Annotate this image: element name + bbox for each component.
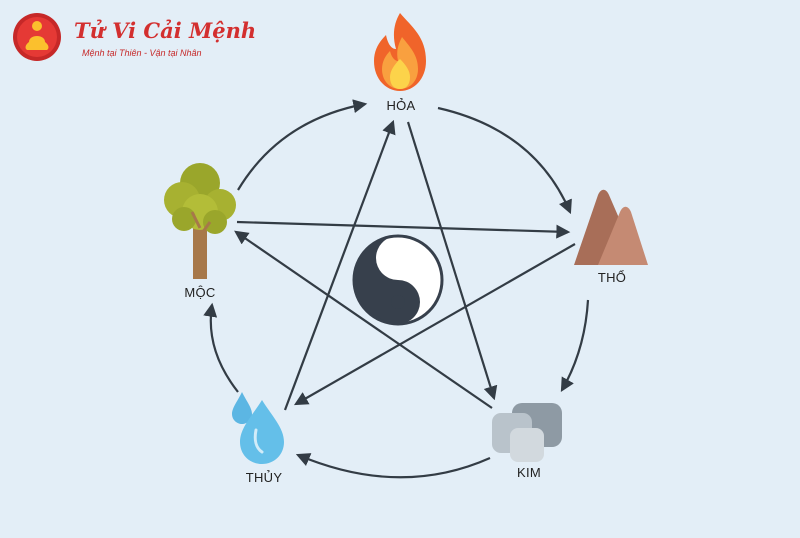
- brand-slogan: Mệnh tại Thiên - Vận tại Nhân: [82, 48, 202, 58]
- brand-title: Tử Vi Cải Mệnh: [74, 18, 257, 43]
- yin-yang-icon: [352, 234, 444, 326]
- label-hoa: HỎA: [386, 98, 416, 113]
- controlling-cycle: [234, 119, 576, 411]
- brand[interactable]: Tử Vi Cải Mệnh Mệnh tại Thiên - Vận tại …: [12, 12, 256, 64]
- label-moc: MỘC: [184, 285, 216, 300]
- label-thuy: THỦY: [245, 470, 283, 485]
- arrow-thuy-to-hoa: [283, 119, 396, 411]
- arrow-kim-to-thuy: [295, 453, 491, 479]
- arrow-tho-to-thuy: [293, 243, 576, 406]
- mountain-icon: [574, 189, 648, 265]
- label-kim: KIM: [516, 465, 542, 480]
- arrow-moc-to-tho: [236, 220, 571, 239]
- arrow-kim-to-moc: [234, 230, 493, 409]
- metal-stones-icon: [492, 403, 562, 462]
- buddha-logo-icon: [13, 13, 61, 61]
- arrow-moc-to-hoa: [237, 99, 368, 191]
- water-drops-icon: [232, 392, 284, 464]
- arrow-thuy-to-moc: [203, 302, 239, 393]
- arrow-tho-to-kim: [560, 299, 590, 393]
- generating-cycle: [203, 99, 590, 479]
- arrow-hoa-to-kim: [406, 121, 498, 401]
- label-tho: THỔ: [597, 270, 627, 285]
- arrow-hoa-to-tho: [437, 106, 572, 215]
- fire-icon: [374, 13, 426, 91]
- tree-icon: [164, 163, 236, 279]
